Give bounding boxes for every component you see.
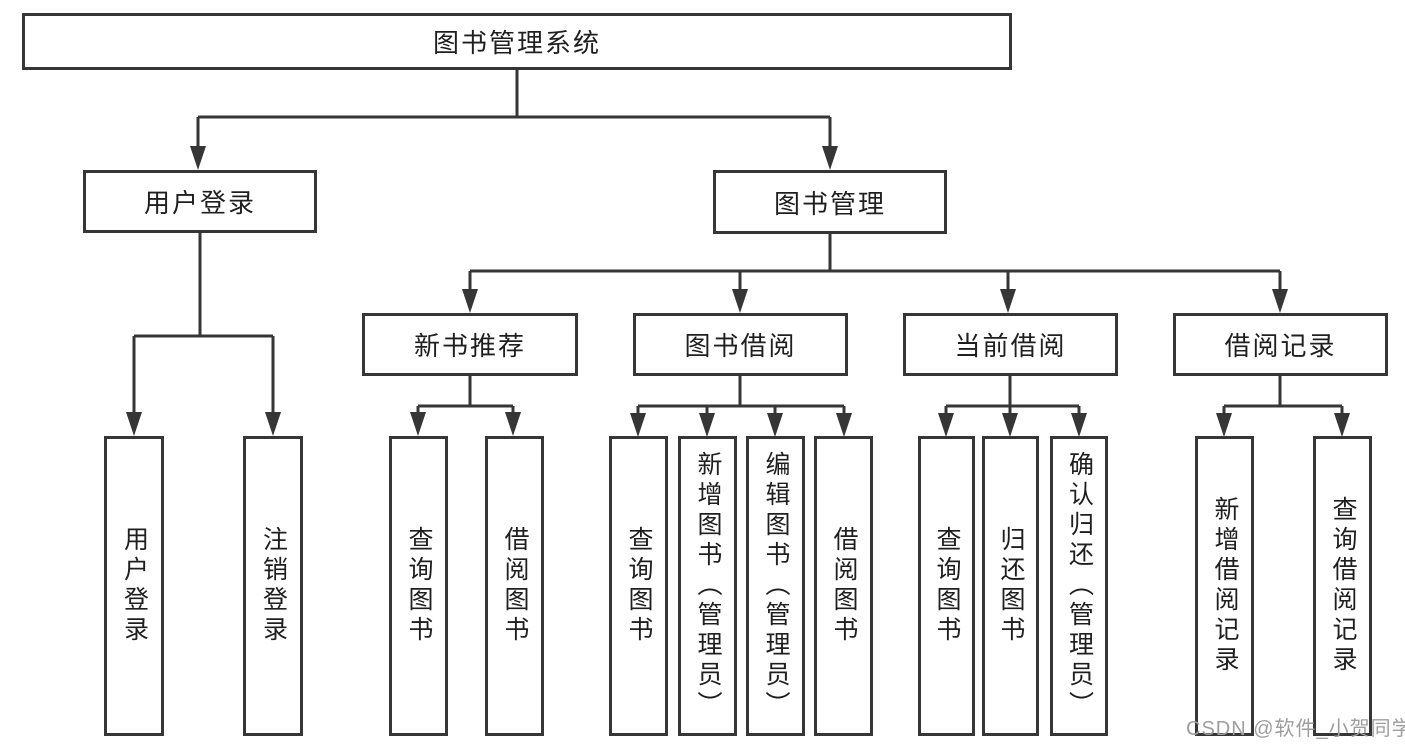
arrowhead [1334,413,1350,437]
leaf-borrow-borrow-books: 借阅图书 [814,436,873,736]
leaf-records-query-borrow-record: 查询借阅记录 [1313,436,1372,736]
arrowhead [732,289,748,313]
leaf-label: 编辑图书（管理员） [762,451,790,721]
arrowhead [630,413,646,437]
connector-user-login-to-children [132,232,275,414]
leaf-label: 借阅图书 [830,526,858,646]
leaf-label: 借阅图书 [501,526,529,646]
leaf-label: 用户登录 [120,526,149,646]
connector-borrow-records-to-children [1222,375,1344,415]
arrowhead [126,412,142,436]
leaf-user-login: 用户登录 [104,436,164,736]
arrowheads [126,146,1350,437]
leaf-label: 新增借阅记录 [1211,496,1239,676]
leaf-current-query-books: 查询图书 [918,436,975,736]
connector-root-to-level2 [196,69,832,148]
arrowhead [1216,413,1232,437]
arrowhead [822,146,838,170]
node-user-login-branch: 用户登录 [83,170,317,233]
node-root-label: 图书管理系统 [432,28,601,58]
leaf-borrow-edit-books-admin: 编辑图书（管理员） [746,436,805,736]
connector-new-book-recommend-to-children [416,375,515,415]
leaf-label: 注销登录 [259,526,288,646]
leaf-logout-login: 注销登录 [243,436,303,736]
node-root: 图书管理系统 [22,13,1012,70]
node-label: 图书借阅 [684,331,797,361]
leaf-current-confirm-return-admin: 确认归还（管理员） [1050,436,1108,736]
leaf-label: 查询图书 [625,526,653,646]
node-borrow-records: 借阅记录 [1173,313,1388,376]
arrowhead [265,412,281,436]
arrowhead [836,413,852,437]
node-label: 用户登录 [143,188,256,218]
node-book-borrow: 图书借阅 [633,313,848,376]
arrowhead [462,289,478,313]
connector-book-borrow-to-children [636,375,846,415]
leaf-borrow-add-books-admin: 新增图书（管理员） [678,436,737,736]
arrowhead [938,413,954,437]
leaf-label: 新增图书（管理员） [694,451,722,721]
node-label: 图书管理 [773,188,886,219]
arrowhead [767,413,783,437]
node-label: 借阅记录 [1224,331,1337,361]
node-label: 新书推荐 [413,331,526,361]
leaf-label: 查询图书 [933,526,961,646]
connector-current-borrow-to-children [944,375,1081,415]
node-label: 当前借阅 [954,331,1067,361]
arrowhead [190,146,206,170]
node-current-borrow: 当前借阅 [903,313,1118,376]
arrowhead [1272,289,1288,313]
leaf-label: 归还图书 [997,526,1025,646]
arrowhead [410,412,426,436]
connector-book-mgmt-to-level3 [468,233,1282,292]
arrowhead [505,412,521,436]
leaf-label: 查询图书 [405,526,433,646]
leaf-borrow-query-books: 查询图书 [609,436,668,736]
leaf-recommend-borrow-books: 借阅图书 [485,436,544,736]
leaf-label: 确认归还（管理员） [1065,451,1094,721]
arrowhead [1000,289,1016,313]
node-new-book-recommend: 新书推荐 [362,313,578,376]
arrowhead [1071,413,1087,437]
leaf-current-return-books: 归还图书 [982,436,1039,736]
arrowhead [1002,413,1018,437]
leaf-records-add-borrow-record: 新增借阅记录 [1195,436,1254,736]
node-book-management-branch: 图书管理 [713,170,947,234]
leaf-label: 查询借阅记录 [1329,496,1357,676]
leaf-recommend-query-books: 查询图书 [389,436,448,736]
watermark: CSDN @软件_小贺同学 [1186,718,1405,740]
arrowhead [699,413,715,437]
